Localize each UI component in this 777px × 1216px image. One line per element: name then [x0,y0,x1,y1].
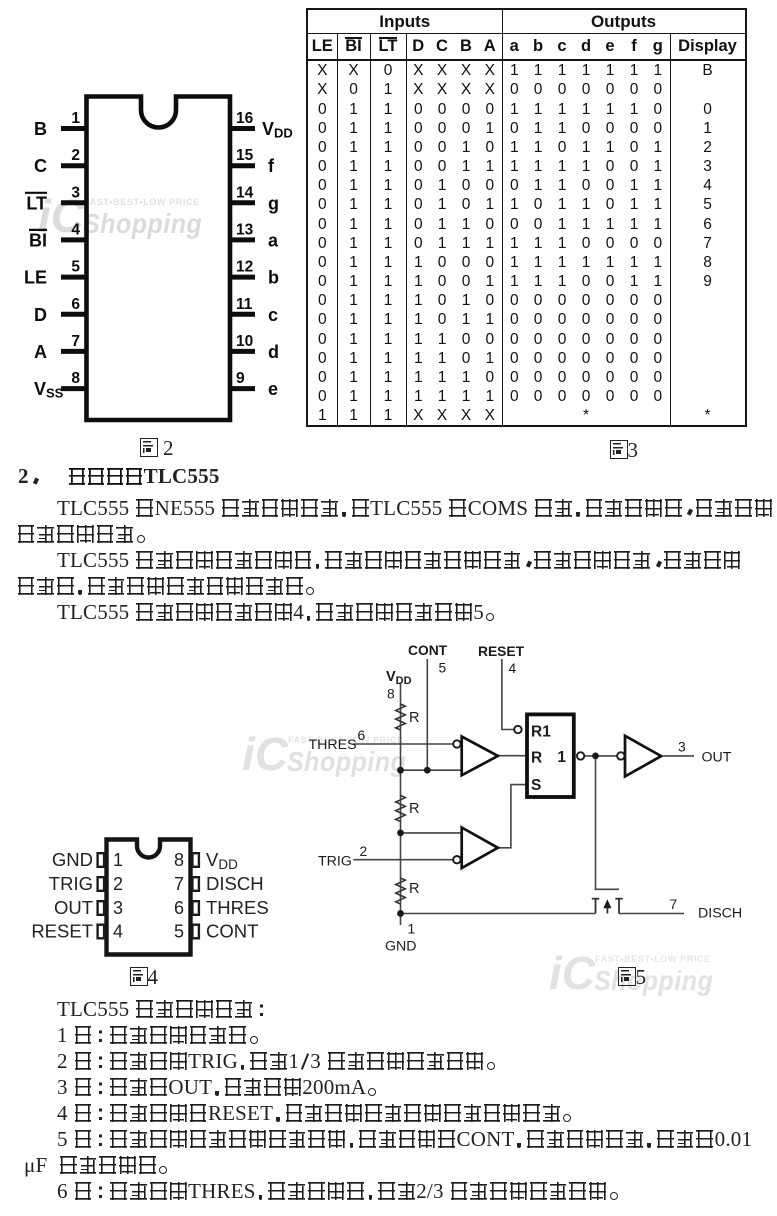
svg-text:16: 16 [236,110,254,127]
svg-text:OUT: OUT [702,750,732,766]
svg-text:GND: GND [52,849,93,870]
svg-text:TRIG: TRIG [49,873,93,894]
svg-text:1: 1 [408,922,416,937]
svg-text:RESET: RESET [31,921,93,942]
svg-text:14: 14 [236,184,254,201]
svg-text:RESET: RESET [478,644,525,659]
svg-text:R: R [409,881,419,897]
svg-text:6: 6 [174,898,184,918]
svg-text:C: C [34,156,47,176]
svg-text:VDD: VDD [386,669,412,687]
svg-text:a: a [268,230,279,250]
svg-text:13: 13 [236,221,254,238]
svg-text:e: e [268,379,278,399]
svg-text:VSS: VSS [34,379,64,401]
svg-text:VDD: VDD [262,119,293,141]
svg-text:6: 6 [71,296,80,313]
svg-text:3: 3 [678,740,686,755]
svg-text:d: d [268,342,279,362]
svg-text:4: 4 [113,922,123,942]
svg-text:c: c [268,305,278,325]
svg-text:11: 11 [236,296,253,313]
svg-text:1: 1 [113,850,123,870]
svg-text:2: 2 [113,874,123,894]
svg-text:A: A [34,342,47,362]
svg-text:BI: BI [29,230,47,250]
svg-text:2: 2 [71,147,80,164]
svg-text:10: 10 [236,333,253,350]
svg-text:B: B [34,119,47,139]
svg-text:TRIG: TRIG [318,854,352,870]
svg-text:5: 5 [174,922,184,942]
svg-text:R: R [409,710,419,726]
svg-text:b: b [268,268,279,288]
svg-text:R1: R1 [531,724,551,741]
svg-text:THRES: THRES [206,897,269,918]
svg-text:1: 1 [557,749,566,766]
svg-text:g: g [268,193,279,213]
svg-text:DISCH: DISCH [206,873,264,894]
svg-text:8: 8 [71,370,80,387]
svg-text:4: 4 [71,221,80,238]
svg-text:12: 12 [236,259,253,276]
svg-text:3: 3 [113,898,123,918]
svg-text:5: 5 [439,661,447,676]
svg-text:D: D [34,305,47,325]
svg-text:15: 15 [236,147,254,164]
svg-text:8: 8 [387,687,395,702]
svg-text:S: S [531,777,541,794]
svg-text:OUT: OUT [54,897,93,918]
svg-text:2: 2 [360,844,368,859]
svg-text:3: 3 [71,184,80,201]
svg-text:CONT: CONT [206,921,258,942]
svg-text:8: 8 [174,850,184,870]
svg-text:R: R [531,750,542,767]
svg-text:9: 9 [236,370,245,387]
svg-text:6: 6 [358,728,366,743]
svg-text:4: 4 [509,661,517,676]
svg-text:5: 5 [71,259,80,276]
svg-text:THRES: THRES [309,737,357,753]
svg-text:CONT: CONT [408,643,448,658]
svg-text:VDD: VDD [206,849,238,872]
svg-text:DISCH: DISCH [698,906,742,922]
svg-text:LT: LT [26,193,47,213]
svg-text:f: f [268,156,275,176]
svg-text:GND: GND [385,939,417,955]
svg-text:7: 7 [71,333,80,350]
svg-text:1: 1 [71,110,80,127]
svg-text:LE: LE [24,268,47,288]
svg-text:R: R [409,801,419,817]
svg-text:7: 7 [670,897,678,912]
svg-text:7: 7 [174,874,184,894]
